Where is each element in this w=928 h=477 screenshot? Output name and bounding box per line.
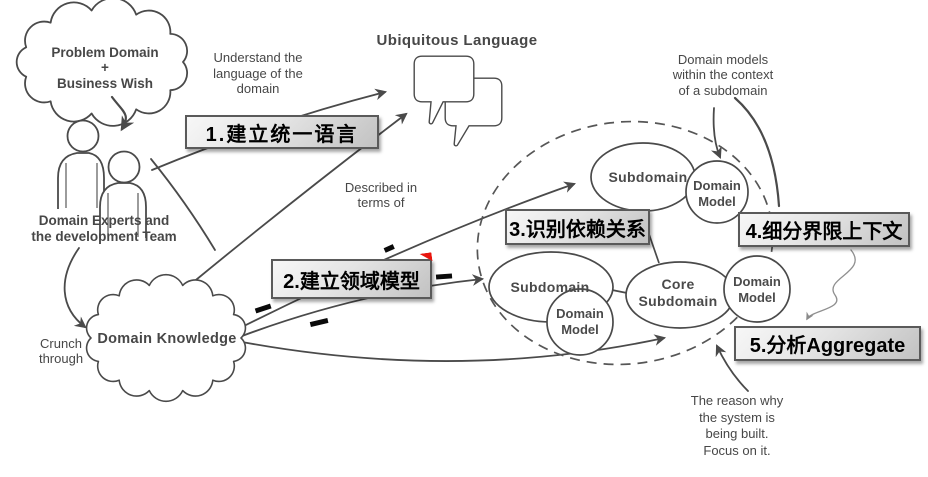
edit-dash-1 bbox=[254, 303, 272, 314]
crunch-note-line1: Crunch bbox=[40, 336, 82, 351]
sketch-arrows bbox=[150, 88, 856, 392]
speech-bubbles bbox=[413, 55, 503, 147]
understand-note-line1: Understand the bbox=[214, 50, 303, 65]
experts-caption-line2: the development Team bbox=[31, 229, 176, 244]
edit-marks bbox=[254, 244, 453, 327]
step-label-4: 4.细分界限上下文 bbox=[738, 212, 910, 247]
people-icon bbox=[57, 119, 147, 238]
subdomain-top-label: Subdomain bbox=[609, 169, 688, 185]
problem-cloud-line1: Problem Domain bbox=[51, 45, 158, 60]
subdomain-nodes bbox=[488, 142, 791, 356]
step-label-5: 5.分析Aggregate bbox=[734, 326, 921, 361]
person-front-body bbox=[99, 182, 147, 238]
reason-note-line2: the system is bbox=[699, 410, 775, 425]
understand-note-line2: language of the bbox=[213, 66, 303, 81]
cloud-domain-knowledge bbox=[85, 273, 247, 403]
domain-model-top-line2: Model bbox=[698, 194, 736, 209]
step-label-1: 1.建立统一语言 bbox=[185, 115, 379, 149]
problem-cloud-line3: Business Wish bbox=[57, 76, 153, 91]
arrow-knowledge-to-subdomain-top bbox=[239, 181, 576, 329]
person-back-head bbox=[66, 119, 100, 153]
person-back-body bbox=[57, 152, 105, 209]
domain-model-right-line2: Model bbox=[738, 290, 776, 305]
arrow-experts-to-knowledge bbox=[63, 247, 87, 329]
ubiquitous-language-title: Ubiquitous Language bbox=[377, 32, 538, 49]
context-note-line1: Domain models bbox=[678, 52, 769, 67]
reason-note-line3: being built. bbox=[706, 426, 769, 441]
experts-caption-line1: Domain Experts and bbox=[39, 213, 170, 228]
edit-dash-3 bbox=[383, 244, 395, 253]
person-front-arms bbox=[107, 193, 139, 237]
step-label-2: 2.建立领域模型 bbox=[271, 259, 432, 299]
circle-domain-model-right bbox=[723, 255, 791, 323]
described-note-line1: Described in bbox=[345, 180, 417, 195]
speech-bubble-front-inner bbox=[414, 56, 474, 124]
domain-knowledge-label: Domain Knowledge bbox=[97, 331, 236, 347]
reason-note-line1: The reason why bbox=[691, 393, 784, 408]
domain-model-left-line2: Model bbox=[561, 322, 599, 337]
reason-note-line4: Focus on it. bbox=[703, 443, 770, 458]
arrow-reason-to-core-subdomain bbox=[715, 344, 749, 392]
person-front-head bbox=[107, 150, 141, 184]
core-subdomain-line2: Subdomain bbox=[639, 293, 718, 309]
arrow-knowledge-to-subdomain-left bbox=[241, 274, 485, 337]
understand-note-line3: domain bbox=[237, 81, 280, 96]
arrow-cloud-to-people bbox=[110, 95, 135, 132]
context-note-line2: within the context bbox=[672, 67, 774, 82]
edit-dash-2 bbox=[309, 318, 329, 327]
person-back-arms bbox=[65, 163, 98, 208]
problem-cloud-line2: + bbox=[101, 60, 109, 75]
circle-domain-model-top bbox=[685, 160, 749, 224]
outer-boundary-arc bbox=[733, 96, 781, 208]
core-subdomain-line1: Core bbox=[661, 276, 694, 292]
arrow-context-note-to-domain-model bbox=[710, 107, 722, 159]
crunch-note-line2: through bbox=[39, 351, 83, 366]
connector-left-to-core bbox=[611, 289, 628, 294]
cloud-problem-domain bbox=[15, 0, 189, 127]
arrow-knowledge-to-core-subdomain bbox=[241, 334, 667, 362]
line-people-to-knowledge bbox=[150, 158, 216, 251]
edit-dash-4 bbox=[435, 273, 453, 280]
arrow-step4-to-step5-squiggle bbox=[806, 249, 856, 321]
subdomain-left-label: Subdomain bbox=[511, 279, 590, 295]
sketch-texts: Problem Domain + Business Wish Understan… bbox=[31, 32, 783, 458]
step-label-3: 3.识别依赖关系 bbox=[505, 209, 650, 245]
circle-domain-model-left bbox=[546, 288, 614, 356]
domain-model-right-line1: Domain bbox=[733, 274, 781, 289]
described-note-line2: terms of bbox=[358, 195, 405, 210]
context-note-line3: of a subdomain bbox=[679, 83, 768, 98]
domain-model-left-line1: Domain bbox=[556, 306, 604, 321]
domain-model-top-line1: Domain bbox=[693, 178, 741, 193]
